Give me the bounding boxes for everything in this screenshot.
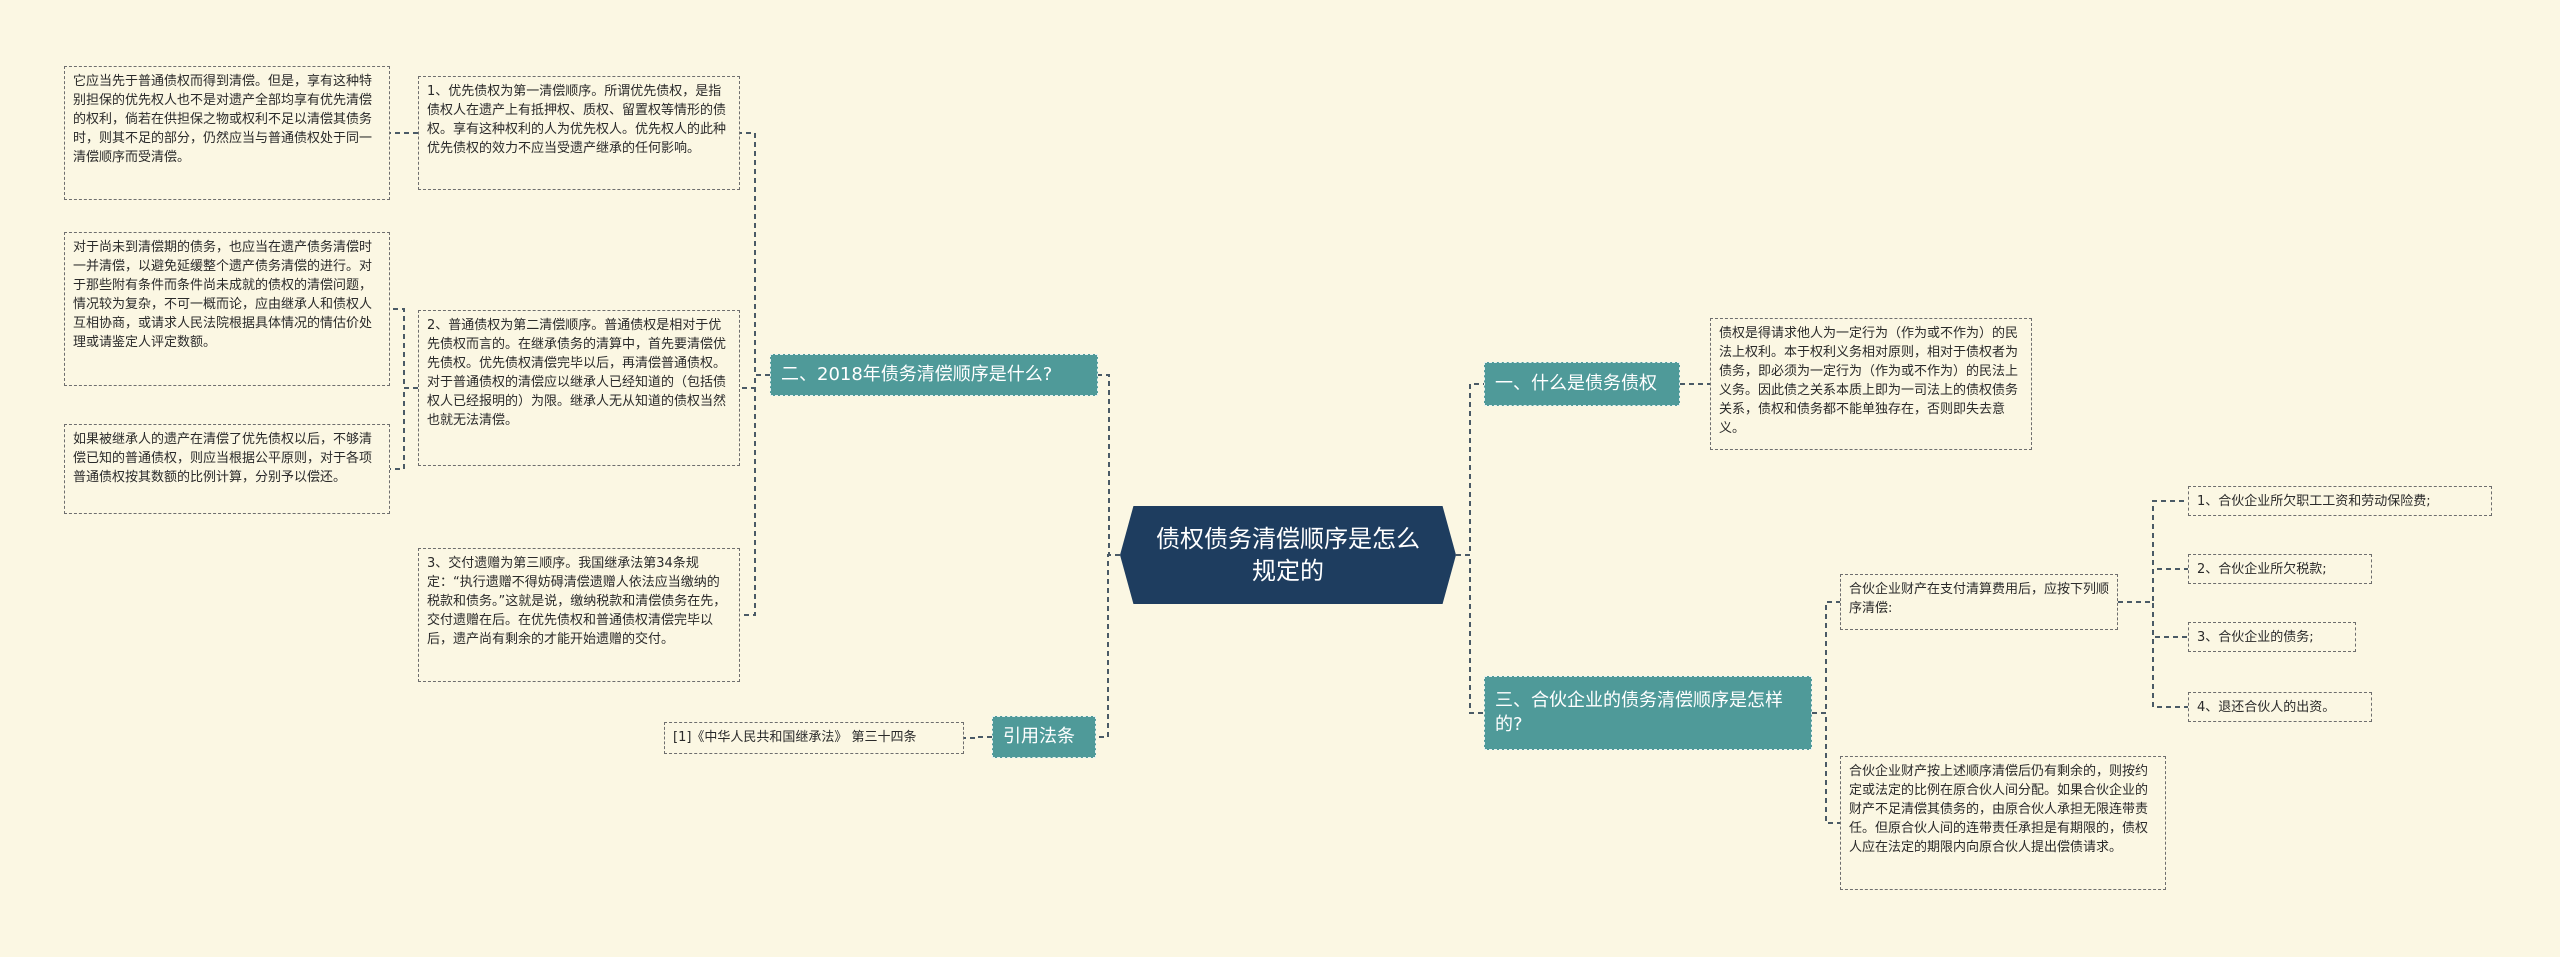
connector-order-item-2-text-to-order-item-2-note-1: [390, 308, 418, 389]
connector-partnership-intro-text-to-partnership-item-2: [2118, 568, 2188, 603]
branch-2018-order-label: 二、2018年债务清偿顺序是什么?: [781, 364, 1053, 385]
branch-cited-law[interactable]: 引用法条: [992, 716, 1096, 758]
connector-branch-2018-order-to-order-item-3-text: [740, 374, 770, 616]
connector-branch-partnership-order-to-partnership-intro-text: [1812, 601, 1840, 714]
branch-partnership-order[interactable]: 三、合伙企业的债务清偿顺序是怎样的?: [1484, 676, 1812, 750]
order-item-2-note-2: 如果被继承人的遗产在清偿了优先债权以后，不够清偿已知的普通债权，则应当根据公平原…: [64, 424, 390, 514]
partnership-remainder-text: 合伙企业财产按上述顺序清偿后仍有剩余的，则按约定或法定的比例在原合伙人间分配。如…: [1840, 756, 2166, 890]
branch-2018-order[interactable]: 二、2018年债务清偿顺序是什么?: [770, 354, 1098, 396]
branch-what-is-debt[interactable]: 一、什么是债务债权: [1484, 362, 1680, 406]
order-item-2-note-1: 对于尚未到清偿期的债务，也应当在遗产债务清偿时一并清偿，以避免延缓整个遗产债务清…: [64, 232, 390, 386]
connector-order-item-2-text-to-order-item-2-note-2: [390, 387, 418, 470]
connector-root-topic-to-branch-partnership-order: [1456, 554, 1484, 714]
root-topic[interactable]: 债权债务清偿顺序是怎么规定的: [1120, 506, 1456, 604]
cited-law-item: [1]《中华人民共和国继承法》 第三十四条: [664, 722, 964, 754]
order-item-1-text: 1、优先债权为第一清偿顺序。所谓优先债权，是指债权人在遗产上有抵押权、质权、留置…: [418, 76, 740, 190]
partnership-item-1: 1、合伙企业所欠职工工资和劳动保险费;: [2188, 486, 2492, 516]
connector-root-topic-to-branch-2018-order: [1098, 374, 1120, 556]
connector-root-topic-to-branch-cited-law: [1096, 554, 1120, 738]
order-item-2-text: 2、普通债权为第二清偿顺序。普通债权是相对于优先债权而言的。在继承债务的清算中，…: [418, 310, 740, 466]
connector-root-topic-to-branch-what-is-debt: [1456, 383, 1484, 556]
connector-branch-cited-law-to-cited-law-item: [964, 736, 992, 739]
branch-partnership-order-label: 三、合伙企业的债务清偿顺序是怎样的?: [1495, 690, 1783, 735]
order-item-1-note: 它应当先于普通债权而得到清偿。但是，享有这种特别担保的优先权人也不是对遗产全部均…: [64, 66, 390, 200]
connector-branch-2018-order-to-order-item-1-text: [740, 132, 770, 376]
branch-cited-law-label: 引用法条: [1003, 726, 1075, 747]
partnership-intro-text: 合伙企业财产在支付清算费用后，应按下列顺序清偿:: [1840, 574, 2118, 630]
partnership-item-2: 2、合伙企业所欠税款;: [2188, 554, 2372, 584]
connector-partnership-intro-text-to-partnership-item-4: [2118, 601, 2188, 708]
connector-partnership-intro-text-to-partnership-item-1: [2118, 500, 2188, 603]
partnership-item-3: 3、合伙企业的债务;: [2188, 622, 2356, 652]
connector-branch-partnership-order-to-partnership-remainder-text: [1812, 712, 1840, 824]
partnership-item-4: 4、退还合伙人的出资。: [2188, 692, 2372, 722]
branch-what-is-debt-label: 一、什么是债务债权: [1495, 373, 1657, 394]
debt-definition-text: 债权是得请求他人为一定行为（作为或不作为）的民法上权利。本于权利义务相对原则，相…: [1710, 318, 2032, 450]
root-title: 债权债务清偿顺序是怎么规定的: [1156, 525, 1420, 585]
order-item-3-text: 3、交付遗赠为第三顺序。我国继承法第34条规定：“执行遗赠不得妨碍清偿遗赠人依法…: [418, 548, 740, 682]
